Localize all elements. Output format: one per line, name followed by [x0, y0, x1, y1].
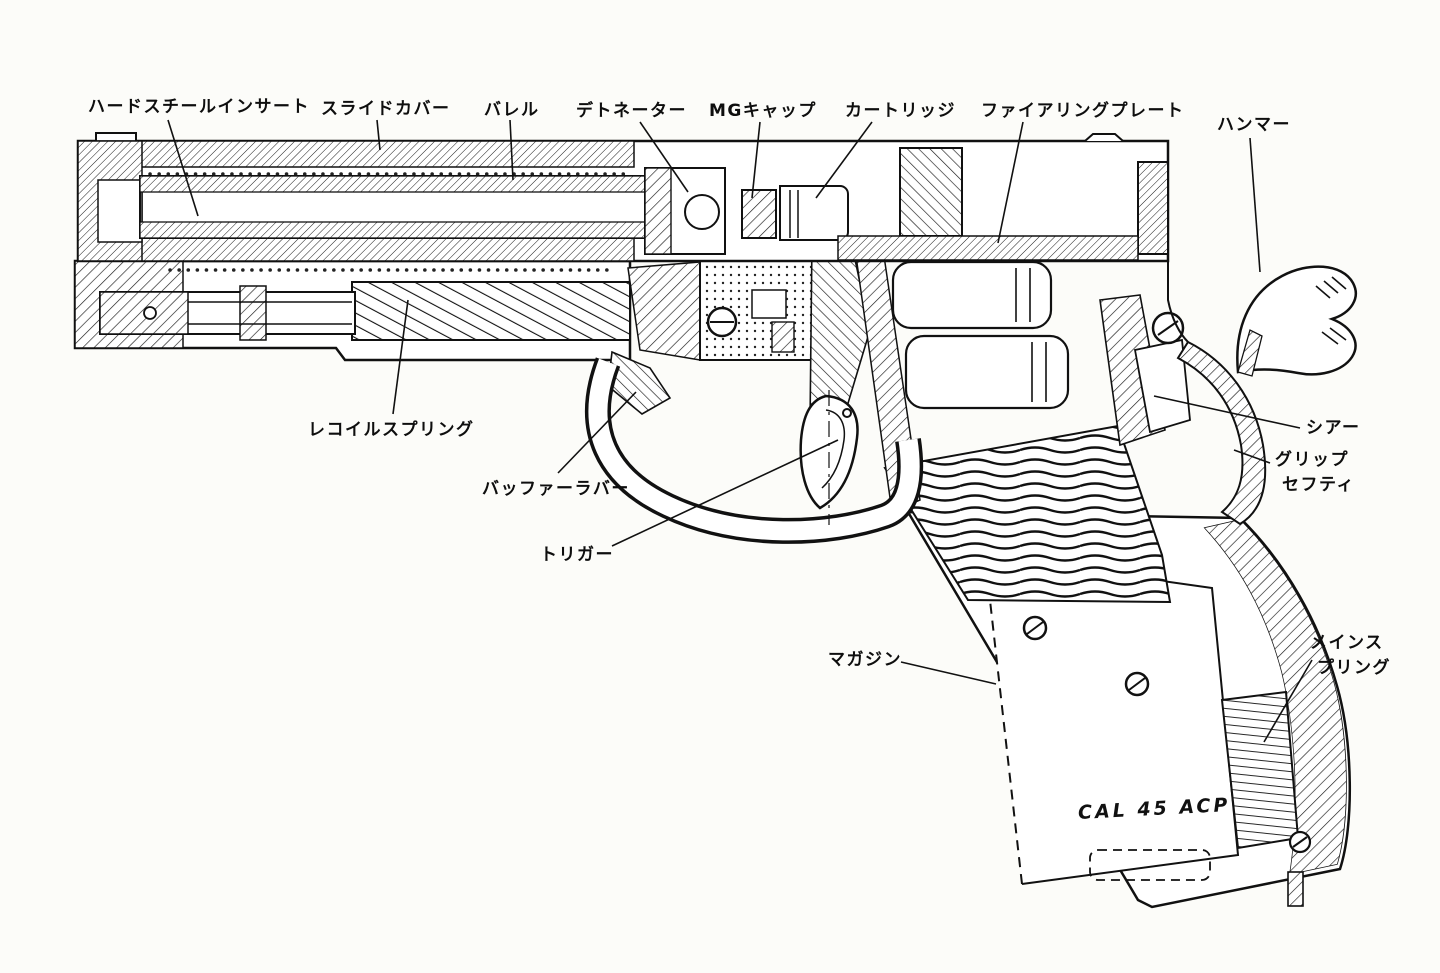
- trigger-part: [799, 390, 859, 525]
- label-firing-plate: ファイアリングプレート: [981, 101, 1185, 121]
- label-grip-safety-line1: グリップ: [1275, 450, 1349, 470]
- grip-bottom-pin: [1287, 830, 1312, 907]
- firing-plate-part: [1137, 161, 1169, 255]
- detonator-part: [644, 167, 726, 255]
- label-detonator: デトネーター: [576, 101, 687, 121]
- label-grip-safety: グリップ セフティ: [1275, 448, 1355, 497]
- sear-lever: [1099, 294, 1191, 447]
- grip-panel-texture: [883, 424, 1172, 604]
- cartridge-blocks: [891, 260, 1070, 410]
- fire-control-group: [627, 235, 1257, 514]
- rear-block: [899, 147, 963, 237]
- label-sear: シアー: [1306, 418, 1361, 438]
- frame-screw: [706, 306, 738, 338]
- barrel-part: [139, 175, 646, 239]
- slide-top-wall: [77, 140, 635, 168]
- magazine-base: [1089, 849, 1211, 881]
- label-grip-safety-line2: セフティ: [1282, 474, 1355, 495]
- buffer-rubber-part: [607, 350, 672, 415]
- label-buffer-rubber: バッファーラバー: [482, 479, 630, 499]
- label-main-spring: メインス プリング: [1310, 631, 1391, 680]
- grip-screw-upper: [1022, 615, 1048, 641]
- label-trigger: トリガー: [540, 545, 614, 565]
- grip-screw-lower: [1124, 671, 1150, 697]
- recoil-spring-part: [99, 281, 631, 341]
- label-recoil-spring: レコイルスプリング: [308, 420, 475, 440]
- mg-cap-part: [741, 189, 777, 239]
- frame-front: [73, 259, 672, 415]
- label-main-spring-line2: プリング: [1317, 657, 1391, 678]
- trigger-guard: [585, 357, 924, 544]
- label-barrel: バレル: [484, 100, 540, 120]
- label-magazine: マガジン: [828, 650, 902, 670]
- label-hammer: ハンマー: [1217, 115, 1291, 135]
- magazine-body: [984, 555, 1240, 885]
- rear-sight: [1084, 133, 1124, 142]
- label-main-spring-line1: メインス: [1310, 633, 1384, 653]
- grip-safety-part: [1167, 261, 1267, 526]
- label-mg-cap: MGキャップ: [709, 101, 817, 121]
- label-hard-steel-insert: ハードスチールインサート: [88, 97, 310, 117]
- label-cartridge: カートリッジ: [845, 101, 956, 121]
- grip-assembly: [883, 424, 1351, 909]
- hammer-part: [1236, 265, 1358, 377]
- cartridge-part: [779, 185, 849, 241]
- slide-rail-band: [837, 235, 1139, 261]
- leader-lines: [167, 119, 1313, 743]
- label-slide-cover: スライドカバー: [321, 99, 451, 119]
- slide-assembly: [76, 132, 1170, 263]
